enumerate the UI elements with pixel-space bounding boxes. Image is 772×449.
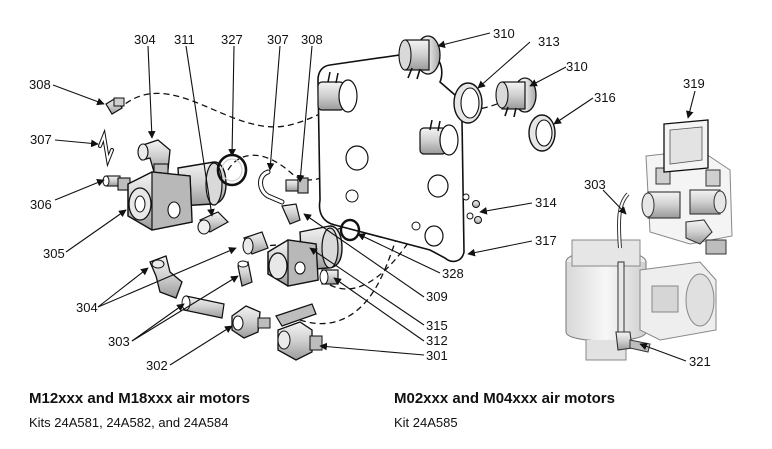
callout-321: 321 xyxy=(689,354,711,369)
fitting-308-middle xyxy=(285,177,309,194)
callout-310-right: 310 xyxy=(566,59,588,74)
callout-308-top: 308 xyxy=(301,32,323,47)
callout-303-left: 303 xyxy=(108,334,130,349)
callout-317: 317 xyxy=(535,233,557,248)
callout-303-right: 303 xyxy=(584,177,606,192)
fitting-312 xyxy=(319,269,339,285)
callout-311: 311 xyxy=(174,32,195,47)
callout-314: 314 xyxy=(535,195,557,210)
elbow-fitting-304-lower xyxy=(149,255,183,299)
fittings-314 xyxy=(472,200,482,224)
callout-328: 328 xyxy=(442,266,464,281)
callout-316: 316 xyxy=(594,90,616,105)
callout-301: 301 xyxy=(426,348,448,363)
callout-307-top: 307 xyxy=(267,32,289,47)
retaining-ring-327 xyxy=(216,153,248,187)
elbow-309 xyxy=(281,203,301,225)
callout-313: 313 xyxy=(538,34,560,49)
fitting-306 xyxy=(102,175,131,191)
callout-308-left: 308 xyxy=(29,77,51,92)
callout-319: 319 xyxy=(683,76,705,91)
left-caption-title: M12xxx and M18xxx air motors xyxy=(29,390,250,407)
callout-309: 309 xyxy=(426,289,448,304)
elbow-fitting-304-middle xyxy=(242,231,269,255)
callout-302: 302 xyxy=(146,358,168,373)
air-regulator-305 xyxy=(127,161,227,231)
small-air-motor-assembly xyxy=(565,149,733,361)
right-caption-title: M02xxx and M04xxx air motors xyxy=(394,390,615,407)
gauge-top xyxy=(398,35,441,80)
callout-307-left: 307 xyxy=(30,132,52,147)
callout-306: 306 xyxy=(30,197,52,212)
o-ring-328 xyxy=(339,218,361,242)
gauge-ring-313 xyxy=(453,82,483,124)
elbow-fitting-304-upper xyxy=(137,139,171,175)
elbow-fitting-308 xyxy=(105,97,125,115)
hose-303-short xyxy=(237,260,253,287)
right-caption-subtitle: Kit 24A585 xyxy=(394,415,458,430)
left-caption-subtitle: Kits 24A581, 24A582, and 24A584 xyxy=(29,415,229,430)
muffler-311 xyxy=(197,211,229,235)
valve-302 xyxy=(231,305,271,339)
callout-327: 327 xyxy=(221,32,243,47)
callout-304-lower: 304 xyxy=(76,300,98,315)
window-319 xyxy=(663,119,709,173)
callout-304-top: 304 xyxy=(134,32,156,47)
callout-305: 305 xyxy=(43,246,65,261)
callout-labels: 304 311 327 307 308 310 313 310 316 319 … xyxy=(29,26,711,373)
callout-310-top: 310 xyxy=(493,26,515,41)
ball-valve-301 xyxy=(275,303,323,361)
callout-312: 312 xyxy=(426,333,448,348)
leader-lines xyxy=(52,32,696,366)
mounting-plate xyxy=(317,51,474,263)
gauge-right xyxy=(495,77,537,118)
gauge-ring-316 xyxy=(528,114,556,152)
callout-315: 315 xyxy=(426,318,448,333)
